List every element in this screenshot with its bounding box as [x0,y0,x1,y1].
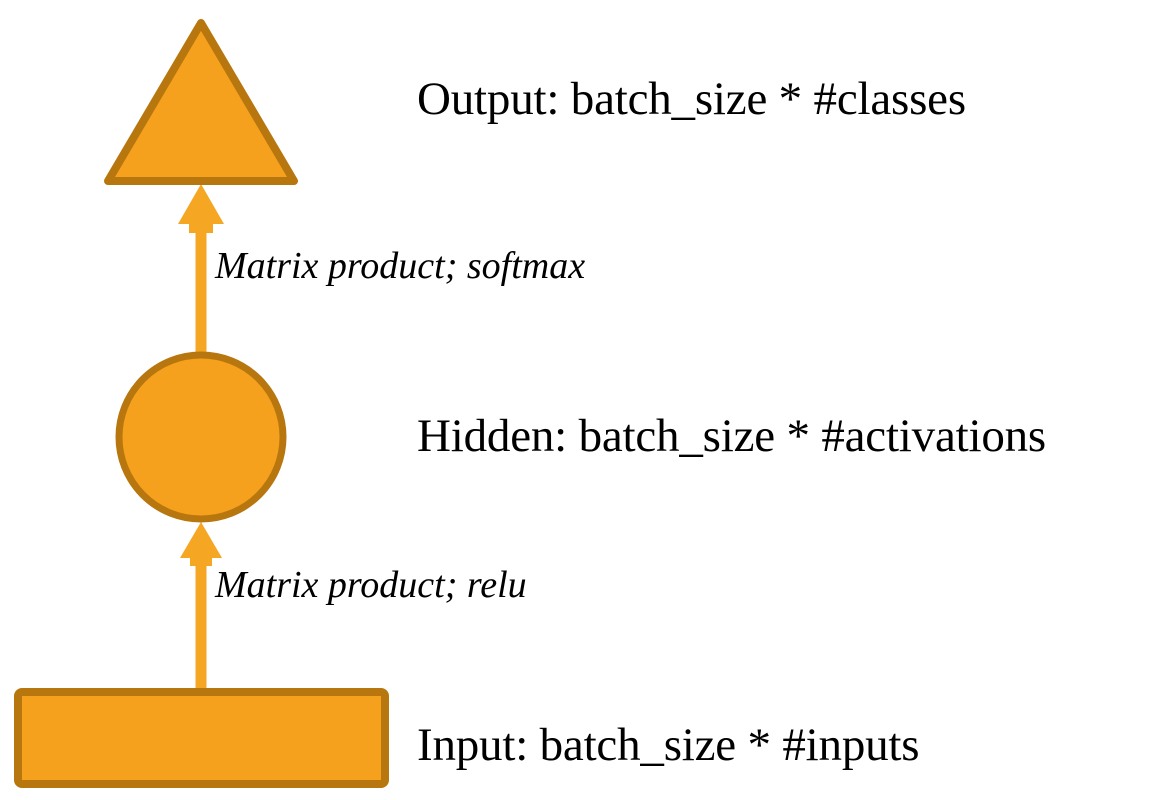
edge-label-input-to-hidden: Matrix product; relu [215,564,527,606]
node-label-output: Output: batch_size * #classes [417,73,966,125]
arrow-up-icon-hidden-to-output [178,184,224,358]
node-label-hidden: Hidden: batch_size * #activations [417,410,1047,462]
triangle-shape-output [104,19,298,185]
edge-label-hidden-to-output: Matrix product; softmax [215,245,586,287]
node-label-input: Input: batch_size * #inputs [417,719,920,771]
circle-shape-hidden [115,351,287,523]
arrow-up-icon-input-to-hidden [180,522,222,688]
rectangle-shape-input [14,688,389,788]
